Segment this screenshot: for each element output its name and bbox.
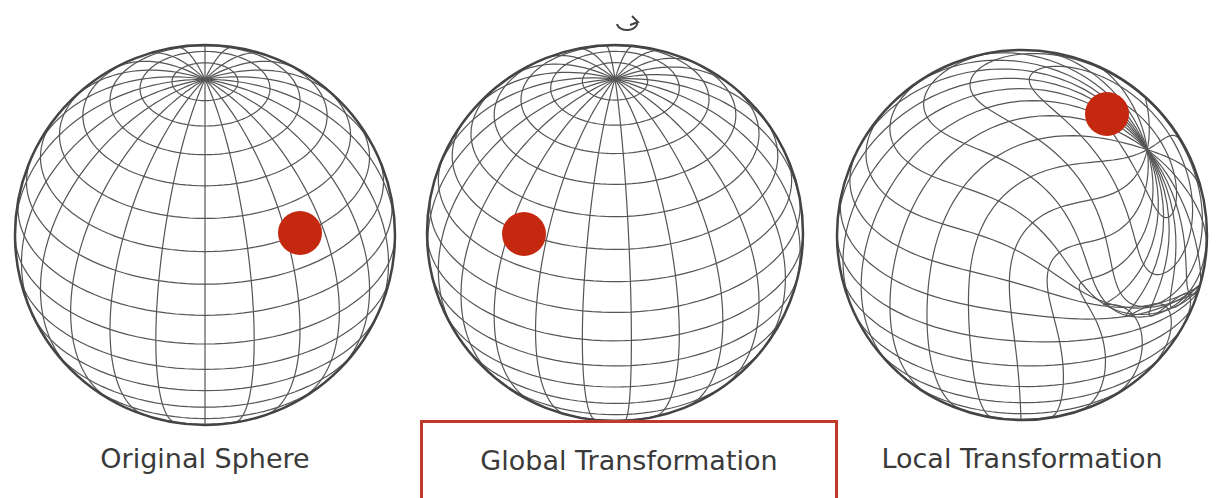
grid-line [205,70,338,99]
grid-line [890,116,1147,394]
grid-line [40,79,205,367]
grid-line [890,73,1202,314]
grid-line [842,276,1193,366]
grid-line [20,279,390,370]
node-text: Global Transformation [480,445,777,476]
grid-line [55,351,356,407]
grid-line [205,53,263,79]
grid-line [205,79,370,367]
sphere-outline [837,50,1207,420]
grid-line [843,89,1147,312]
grid-line [973,53,1147,150]
grid-line [927,136,1147,410]
grid-line [837,233,1199,342]
grid-line [83,59,327,186]
grid-line [924,50,1207,317]
grid-line [427,235,803,341]
grid-line [615,79,800,203]
grid-line [71,79,205,398]
grid-line [59,86,350,219]
grid-line [430,193,800,312]
grid-line [615,79,759,388]
grid-line [615,58,696,79]
red-dot [502,212,546,256]
grid-line [110,46,300,155]
grid-line [1009,150,1147,420]
grid-line [140,51,270,126]
grid-line [471,87,759,217]
grid-line [970,54,1202,307]
sphere-outline [427,45,803,421]
grid-line [615,51,662,79]
sphere-caption: Local Transformation [881,443,1162,474]
red-dot [278,211,322,255]
grid-line [204,79,205,425]
sphere [427,45,803,421]
rotation-arrowhead [630,16,638,25]
grid-line [446,314,785,387]
grid-line [172,63,238,101]
grid-line [438,156,791,282]
grid-line [1079,150,1153,411]
grid-line [469,349,763,403]
grid-line [866,115,1198,308]
grid-line [551,51,680,125]
grid-line [26,160,383,284]
grid-line [33,315,378,391]
grid-line [205,79,339,398]
grid-line [87,384,323,418]
grid-line [860,69,1147,150]
grid-line [875,348,1163,403]
sphere [837,50,1207,420]
red-dot [1085,92,1129,136]
grid-line [1147,150,1206,251]
grid-line [582,63,647,100]
grid-line [615,79,785,349]
sphere-caption: Original Sphere [100,443,309,474]
grid-line [840,194,1200,319]
grid-line [907,380,1133,414]
grid-line [432,275,798,366]
grid-line [521,46,709,154]
sphere [15,45,395,425]
grid-line [494,79,615,401]
grid-line [1029,66,1192,274]
grid-line [850,156,1199,308]
highlight-box: Global Transformation [420,420,838,498]
grid-line [204,45,205,79]
sphere-outline [15,45,395,425]
